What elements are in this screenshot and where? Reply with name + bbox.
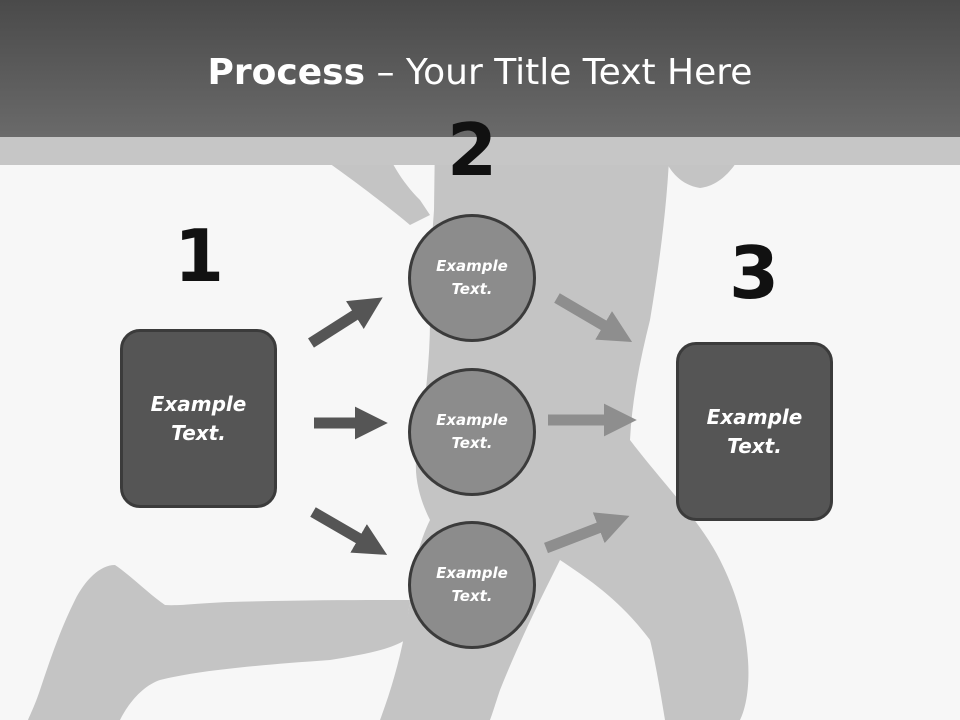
arrow-to-circle-top [308,297,383,348]
circle-top-line1: Example [436,257,508,275]
step-1-text-line1: Example [150,391,247,416]
step-number-2: 2 [446,108,498,192]
arrow-to-circle-bottom [310,507,388,555]
arrow-from-circle-bottom [544,512,630,554]
circle-top-line2: Text. [451,280,493,298]
circle-bottom-line2: Text. [451,587,493,605]
circle-bottom-line1: Example [436,564,508,582]
step-3-text-line1: Example [706,404,803,429]
circle-middle-line2: Text. [451,434,493,452]
circle-middle-line1: Example [436,411,508,429]
step-1-text-line2: Text. [171,420,226,445]
title-bold: Process [207,52,366,93]
arrow-from-circle-top [554,293,633,343]
title-underband [0,137,960,165]
title-rest: – Your Title Text Here [365,52,753,93]
title-bar [0,0,960,137]
step-number-3: 3 [728,231,780,315]
step-number-1: 1 [173,214,225,298]
step-3-text-line2: Text. [727,433,782,458]
slide-title: Process – Your Title Text Here [0,52,960,93]
